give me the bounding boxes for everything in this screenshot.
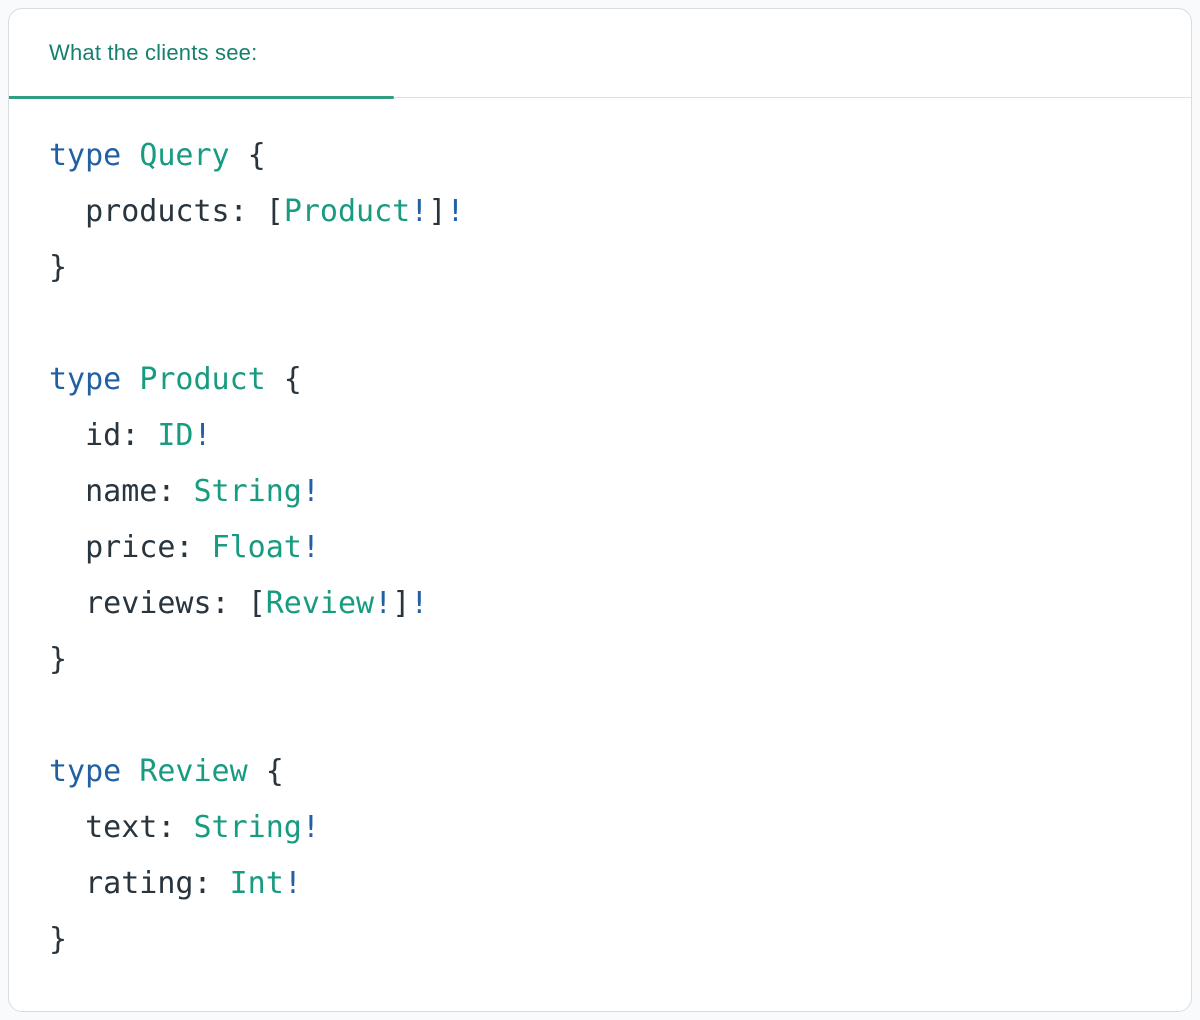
code-token: type <box>49 138 122 173</box>
code-line: reviews: [Review!]! <box>49 576 1151 632</box>
code-token: text: <box>49 810 194 845</box>
code-token: ! <box>410 586 429 621</box>
code-token: price: <box>49 530 212 565</box>
code-token: Review <box>139 754 248 789</box>
code-token: String <box>193 810 302 845</box>
card-header-label: What the clients see: <box>49 40 258 65</box>
code-token: Int <box>229 866 284 901</box>
code-line: type Review { <box>49 744 1151 800</box>
code-token: id: <box>49 418 158 453</box>
code-line: } <box>49 632 1151 688</box>
code-token: } <box>49 250 68 285</box>
code-token <box>121 754 139 789</box>
code-token: rating: <box>49 866 230 901</box>
code-token: ] <box>392 586 411 621</box>
code-token: Product <box>283 194 411 229</box>
code-token: ! <box>301 474 320 509</box>
code-line: } <box>49 912 1151 968</box>
code-token: ! <box>446 194 465 229</box>
header-active-underline <box>9 96 394 99</box>
code-token: name: <box>49 474 194 509</box>
code-token: ! <box>301 810 320 845</box>
code-token: products: <box>49 194 266 229</box>
code-token: Product <box>139 362 266 397</box>
code-line: type Query { <box>49 128 1151 184</box>
code-line: products: [Product!]! <box>49 184 1151 240</box>
code-token: ID <box>157 418 194 453</box>
code-line: } <box>49 240 1151 296</box>
code-token: ! <box>193 418 212 453</box>
code-token <box>121 362 139 397</box>
code-line <box>49 688 1151 744</box>
code-token: Review <box>265 586 375 621</box>
code-token: ! <box>374 586 393 621</box>
code-line: rating: Int! <box>49 856 1151 912</box>
code-token: ! <box>301 530 320 565</box>
code-token: ] <box>428 194 447 229</box>
code-token: type <box>49 754 122 789</box>
code-token: { <box>229 138 266 173</box>
code-line <box>49 296 1151 352</box>
code-token: type <box>49 362 122 397</box>
code-token: [ <box>247 586 266 621</box>
code-line: price: Float! <box>49 520 1151 576</box>
code-token: String <box>193 474 302 509</box>
code-card: What the clients see: type Query { produ… <box>8 8 1192 1012</box>
code-line: type Product { <box>49 352 1151 408</box>
code-line: name: String! <box>49 464 1151 520</box>
code-token <box>121 138 139 173</box>
code-token: ! <box>410 194 429 229</box>
code-token: reviews: <box>49 586 248 621</box>
code-token: } <box>49 642 68 677</box>
code-token: { <box>265 362 302 397</box>
code-token: Float <box>211 530 302 565</box>
card-header: What the clients see: <box>9 9 1191 99</box>
code-line: id: ID! <box>49 408 1151 464</box>
code-token: Query <box>139 138 230 173</box>
code-token: ! <box>283 866 302 901</box>
code-token: } <box>49 922 68 957</box>
code-block: type Query { products: [Product!]!} type… <box>9 98 1191 1008</box>
code-token: { <box>247 754 284 789</box>
code-line: text: String! <box>49 800 1151 856</box>
code-token: [ <box>265 194 284 229</box>
